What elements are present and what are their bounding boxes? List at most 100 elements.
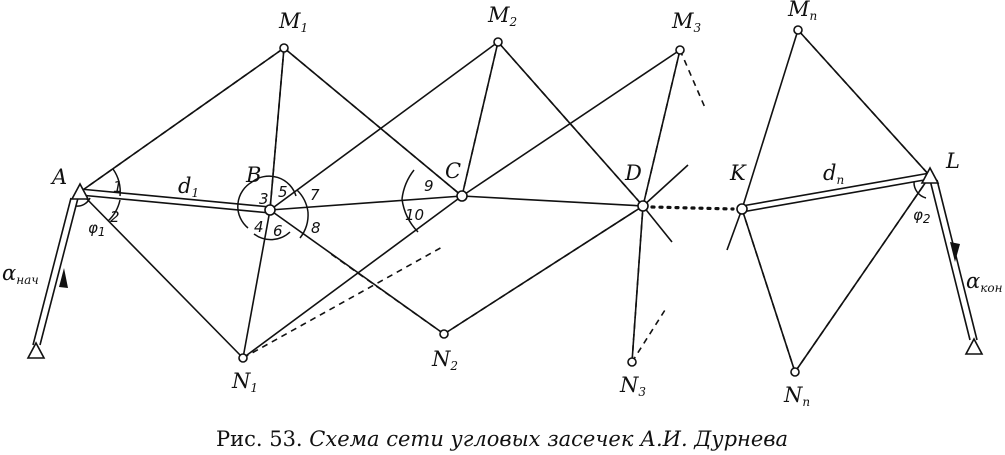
caption-title: Схема сети угловых засечек А.И. Дурнева xyxy=(309,427,788,451)
point-labels: A B C D K L M1 M2 M3 Mn N1 N2 N3 Nn xyxy=(50,0,960,409)
arc-angle-7 xyxy=(296,189,309,213)
line-c-d xyxy=(461,195,644,207)
arc-angle-3-4 xyxy=(237,181,253,229)
label-c: C xyxy=(445,159,461,183)
point-d-icon xyxy=(637,200,649,212)
arc-angle-2 xyxy=(107,199,121,222)
angle-number-4: 4 xyxy=(254,218,264,236)
line-k-l-lower xyxy=(741,178,931,213)
angle-number-9: 9 xyxy=(424,177,434,195)
dash-m1-c xyxy=(283,47,463,197)
line-end-direction-a xyxy=(929,179,971,341)
dash-m3-d xyxy=(642,49,681,207)
label-mn: Mn xyxy=(787,0,817,23)
line-b-c xyxy=(269,195,463,211)
dash-n3-d xyxy=(631,205,644,363)
point-m2-icon xyxy=(493,37,503,47)
line-k-mn xyxy=(741,29,799,210)
point-n2-icon xyxy=(439,329,449,339)
label-phi2: φ2 xyxy=(913,206,931,226)
point-markers xyxy=(238,25,803,377)
angle-number-7: 7 xyxy=(310,186,320,204)
label-alpha-end: αкон xyxy=(966,269,1003,295)
label-a: A xyxy=(50,165,67,189)
point-nn-icon xyxy=(790,367,800,377)
dash-a-m1 xyxy=(79,47,285,193)
dash-m2-c xyxy=(461,41,499,197)
label-n3: N3 xyxy=(619,373,646,399)
line-k-tick xyxy=(726,208,743,251)
line-d-tick-up xyxy=(642,164,689,207)
dashed-lines xyxy=(79,29,931,373)
station-triangle-end-icon xyxy=(964,337,984,355)
label-n1: N1 xyxy=(231,369,258,395)
dash-n3-tail xyxy=(631,309,666,363)
station-triangle-a-icon xyxy=(70,182,90,200)
line-k-l-upper xyxy=(741,172,931,207)
point-mn-icon xyxy=(793,25,803,35)
angle-number-5: 5 xyxy=(278,183,288,201)
line-start-direction-b xyxy=(39,197,79,346)
label-nn: Nn xyxy=(783,383,810,409)
arrow-start-direction-icon xyxy=(59,268,68,288)
dash-n2-b xyxy=(330,253,445,335)
point-m3-icon xyxy=(675,45,685,55)
line-mn-l xyxy=(797,29,931,177)
label-d1: d1 xyxy=(178,174,199,200)
line-d-tick-down xyxy=(642,205,673,243)
label-m3: M3 xyxy=(671,9,702,35)
arc-angle-6 xyxy=(253,231,291,241)
point-m1-icon xyxy=(279,43,289,53)
label-m1: M1 xyxy=(278,9,308,35)
line-m2-d xyxy=(497,41,644,207)
label-alpha-start: αнач xyxy=(2,261,39,287)
point-n1-icon xyxy=(238,353,248,363)
angle-number-8: 8 xyxy=(311,219,321,237)
label-dn: dn xyxy=(823,161,844,187)
label-l: L xyxy=(945,149,960,173)
arc-angle-1 xyxy=(112,168,121,197)
line-k-nn xyxy=(741,208,796,373)
dash-m2-d xyxy=(497,41,644,207)
arc-angle-9 xyxy=(401,169,415,200)
line-b-m2 xyxy=(269,41,499,211)
arc-angle-10 xyxy=(401,198,419,233)
line-end-direction-b xyxy=(936,179,978,341)
dash-m3-tail xyxy=(679,49,707,111)
line-c-n1 xyxy=(242,195,463,359)
station-triangle-start-icon xyxy=(26,341,46,359)
label-phi1: φ1 xyxy=(88,219,106,239)
arc-angle-phi2 xyxy=(913,181,927,199)
angle-arcs xyxy=(75,168,927,241)
line-d-n2 xyxy=(443,205,644,335)
label-d: D xyxy=(624,161,642,185)
angle-number-6: 6 xyxy=(273,222,283,240)
caption-prefix: Рис. 53. xyxy=(216,427,303,451)
arc-angle-phi1 xyxy=(75,197,91,207)
point-b-icon xyxy=(264,204,276,216)
dotted-gap-d-k xyxy=(650,205,735,211)
label-b: B xyxy=(245,163,261,187)
point-n3-icon xyxy=(627,357,637,367)
dash-m1-b xyxy=(269,47,285,211)
label-m2: M2 xyxy=(487,3,517,29)
angle-numbers: 1 2 3 4 5 6 7 8 9 10 xyxy=(110,177,434,240)
point-c-icon xyxy=(456,190,468,202)
line-a-n1 xyxy=(79,191,244,359)
dash-n1-mid xyxy=(242,245,445,359)
label-n2: N2 xyxy=(431,347,458,373)
angle-number-1: 1 xyxy=(113,178,123,196)
arc-angle-5 xyxy=(251,175,297,197)
point-k-icon xyxy=(736,203,748,215)
angle-number-10: 10 xyxy=(405,206,424,224)
station-triangle-l-icon xyxy=(920,166,940,184)
arc-angle-8 xyxy=(299,211,309,239)
angle-number-3: 3 xyxy=(259,190,269,208)
line-b-n1 xyxy=(242,209,271,359)
dash-nn-l xyxy=(794,175,931,373)
label-k: K xyxy=(729,161,747,185)
angle-number-2: 2 xyxy=(110,208,120,226)
arrow-end-direction-icon xyxy=(950,242,960,262)
